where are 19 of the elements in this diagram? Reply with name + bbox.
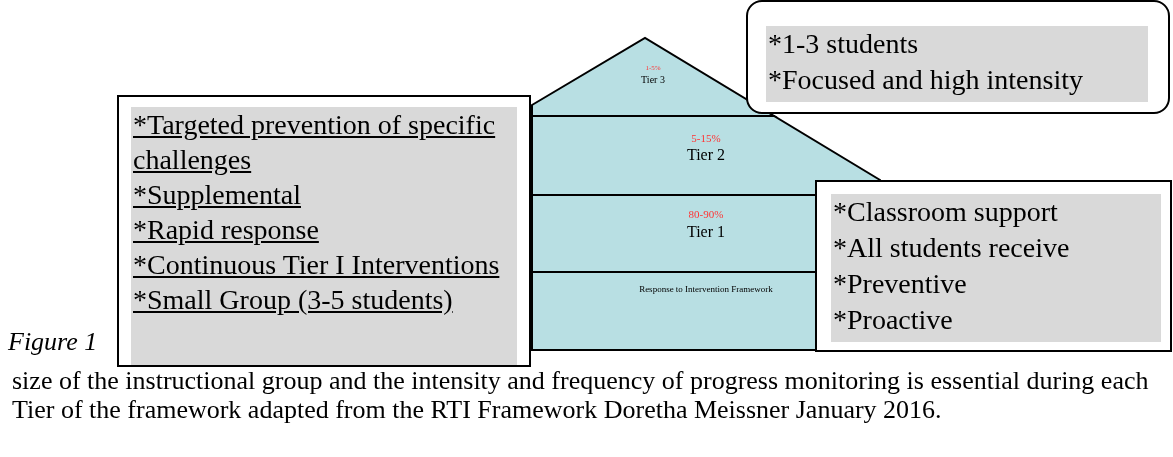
bullet-text: *Small Group (3-5 students) <box>132 283 454 317</box>
callout-box <box>815 180 1172 352</box>
bullet-text: *Preventive <box>832 267 968 301</box>
tier-label: Tier 1 <box>685 223 727 242</box>
bullet-text: *Continuous Tier I Interventions <box>132 248 501 282</box>
bullet-text: *Supplemental <box>132 178 302 212</box>
tier-label: Tier 3 <box>640 74 666 86</box>
bullet-text: *Classroom support <box>832 195 1059 229</box>
bullet-text: *1-3 students <box>767 27 920 61</box>
bullet-text: *Focused and high intensity <box>767 63 1084 97</box>
bullet-text: *All students receive <box>832 231 1071 265</box>
bullet-text: *Rapid response <box>132 213 320 247</box>
bullet-text: *Proactive <box>832 303 954 337</box>
figure-label: Figure 1 <box>8 327 98 357</box>
caption-text: size of the instructional group and the intensity and frequency of progress monitoring is essential during each Tier of the framework adapted from the RTI Framework Doretha Meissner January 2016. <box>12 366 1150 424</box>
percentage-text: 5-15% <box>690 132 722 145</box>
bullet-text: *Targeted prevention of specific challenges <box>132 108 497 177</box>
tier-label: Tier 2 <box>685 146 727 165</box>
callout-box <box>746 0 1170 114</box>
